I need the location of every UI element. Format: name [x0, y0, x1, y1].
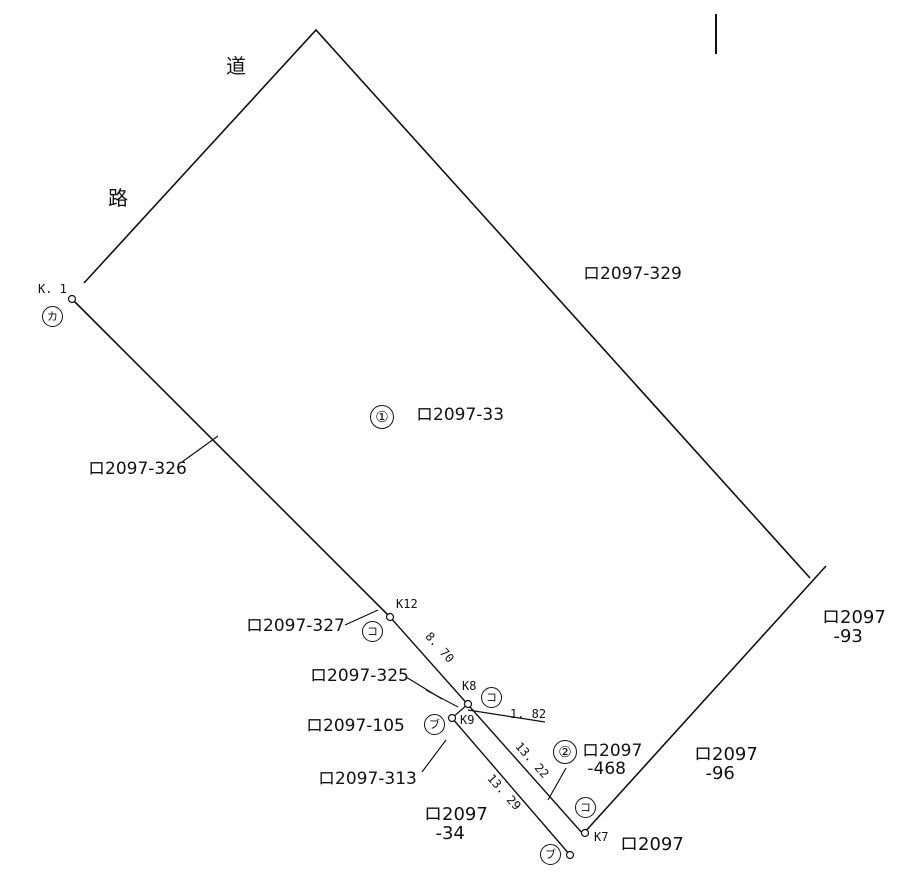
marker-bu-bottom: ブ	[540, 844, 561, 865]
parcel-96: ロ2097 -96	[694, 744, 758, 784]
point-label-k12: K12	[396, 597, 418, 611]
parcel-main: ロ2097-33	[416, 405, 505, 425]
point-bottom	[565, 850, 575, 860]
parcel-325: ロ2097-325	[310, 666, 409, 686]
boundary-east	[582, 565, 827, 835]
marker-ko-k7: コ	[575, 797, 596, 818]
leader-313	[421, 739, 447, 773]
point-label-k9: K9	[460, 713, 475, 727]
parcel-bottom: ロ2097	[620, 834, 684, 855]
parcel-329: ロ2097-329	[583, 264, 682, 284]
parcel-326: ロ2097-326	[88, 459, 187, 479]
point-k1	[67, 294, 77, 304]
point-label-k7: K7	[594, 830, 609, 844]
leader-327	[344, 609, 379, 626]
marker-ka: カ	[42, 306, 63, 327]
point-k12	[385, 612, 395, 622]
strip-line-a	[389, 616, 584, 835]
parcel-number-1: ①	[370, 405, 394, 429]
point-k7	[580, 828, 590, 838]
parcel-468: ロ2097 -468	[582, 741, 643, 779]
parcel-313: ロ2097-313	[318, 769, 417, 789]
boundary-west	[71, 298, 391, 618]
point-k8	[463, 699, 473, 709]
point-label-k8: K8	[462, 679, 477, 693]
leader-325b	[425, 689, 459, 708]
marker-bu-k9: ブ	[424, 714, 445, 735]
road-char-2: 路	[108, 186, 128, 210]
parcel-93: ロ2097 -93	[822, 607, 886, 647]
marker-ko-k8: コ	[481, 687, 502, 708]
leader-468	[547, 767, 567, 801]
parcel-boundary	[83, 28, 811, 579]
point-k9	[447, 713, 457, 723]
parcel-number-2: ②	[553, 740, 577, 764]
distance-182: 1. 82	[510, 707, 547, 721]
road-char-1: 道	[226, 54, 246, 78]
leader-326	[181, 435, 219, 463]
leader-182	[467, 709, 546, 723]
parcel-34: ロ2097 -34	[424, 804, 488, 844]
strip-line-b	[451, 717, 571, 856]
parcel-105: ロ2097-105	[306, 716, 405, 736]
marker-ko-k12: コ	[362, 621, 383, 642]
parcel-327: ロ2097-327	[246, 616, 345, 636]
point-label-k1: K. 1	[38, 282, 67, 296]
